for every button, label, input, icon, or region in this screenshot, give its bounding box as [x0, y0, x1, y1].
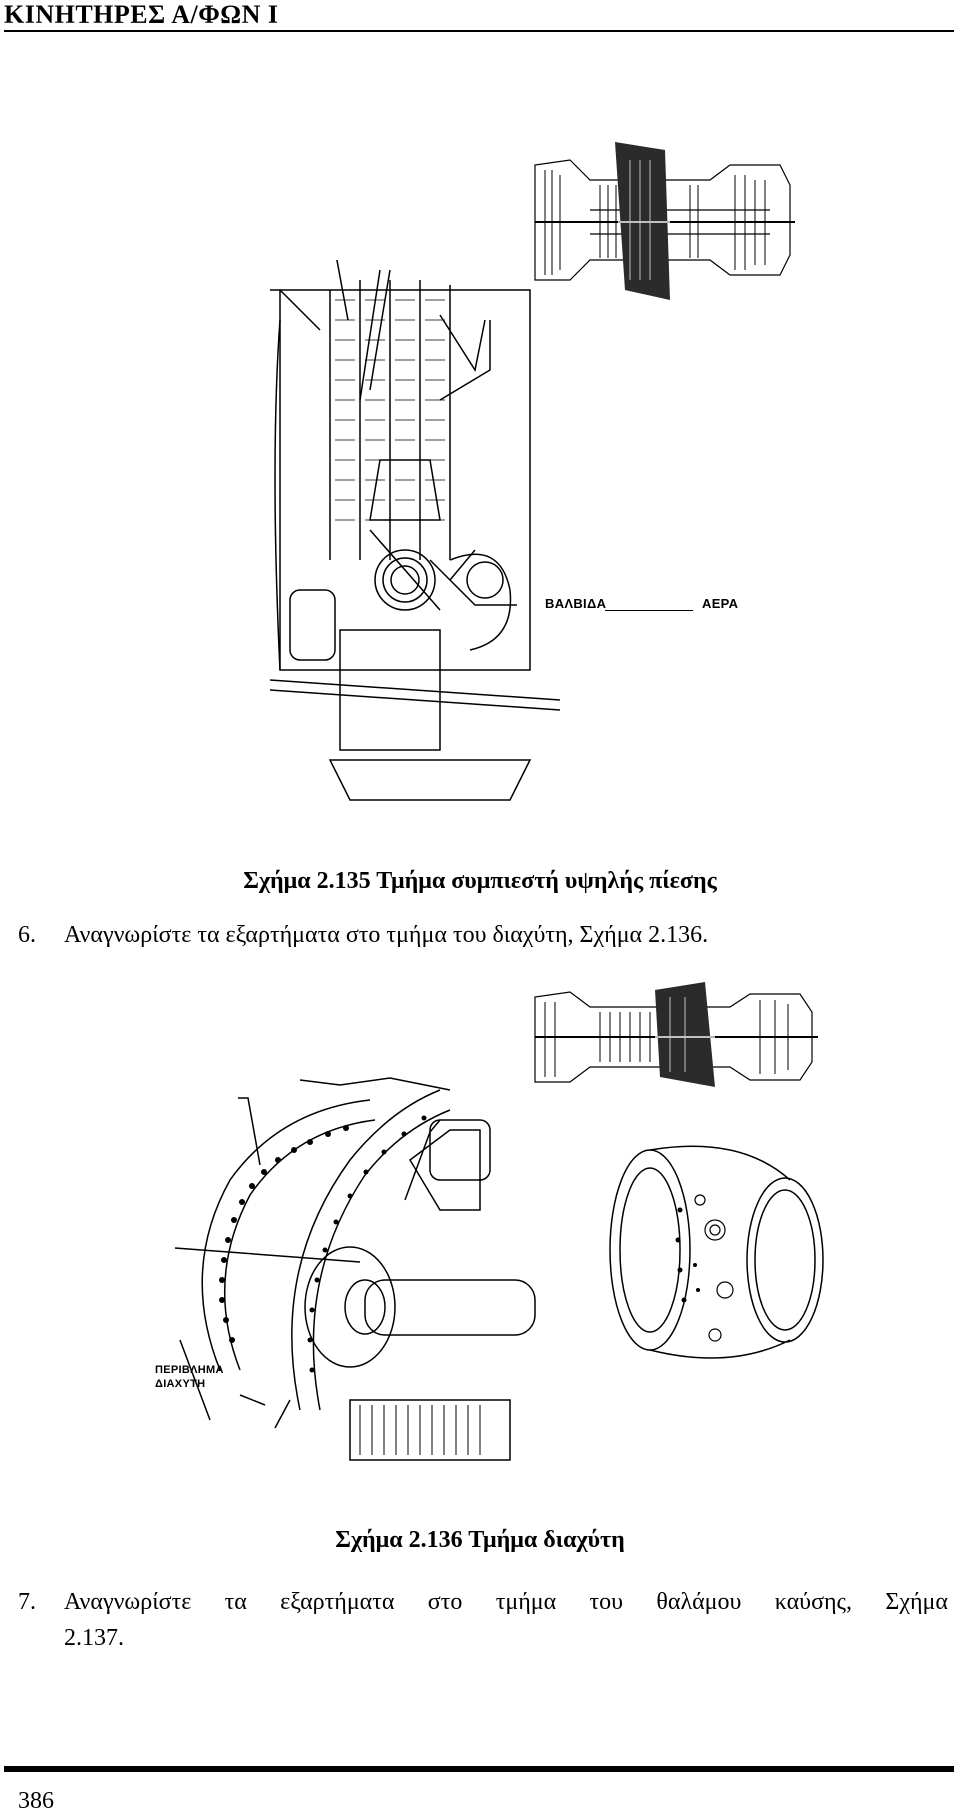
footer-rule [4, 1766, 954, 1772]
hp-compressor-drawing [270, 260, 570, 820]
callout-air-label: ΑΕΡΑ [702, 596, 739, 611]
callout-valve-label: ΒΑΛΒΙΔΑ [545, 596, 607, 611]
callout-leader-line [605, 610, 693, 611]
engine-overview-inset-hp-compressor [530, 140, 800, 305]
diffuser-cutaway-drawing [150, 1070, 540, 1470]
page-number: 386 [18, 1788, 54, 1814]
page-header: ΚΙΝΗΤΗΡΕΣ Α/ΦΩΝ Ι [4, 0, 954, 32]
figure-2-136-caption: Σχήμα 2.136 Τμήμα διαχύτη [335, 1527, 625, 1553]
figure-2-135-caption: Σχήμα 2.135 Τμήμα συμπιεστή υψηλής πίεση… [243, 868, 717, 894]
paragraph-6-text: Αναγνωρίστε τα εξαρτήματα στο τμήμα του … [64, 922, 709, 948]
paragraph-7-text-line1: Αναγνωρίστε τα εξαρτήματα στο τμήμα του … [64, 1589, 948, 1615]
header-title: ΚΙΝΗΤΗΡΕΣ Α/ΦΩΝ Ι [4, 0, 279, 29]
engine-overview-inset-diffuser [530, 982, 820, 1092]
callout-casing-label-line2: ΔΙΑΧΥΤΗ [155, 1378, 206, 1390]
paragraph-7-text-line2: 2.137. [64, 1625, 124, 1651]
callout-casing-label-line1: ΠΕΡΙΒΛΗΜΑ [155, 1364, 224, 1376]
paragraph-7: 7. Αναγνωρίστε τα εξαρτήματα στο τμήμα το… [18, 1584, 948, 1656]
paragraph-6: 6. Αναγνωρίστε τα εξαρτήματα στο τμήμα το… [18, 917, 948, 953]
paragraph-7-line1: 7. Αναγνωρίστε τα εξαρτήματα στο τμήμα το… [18, 1584, 948, 1620]
diffuser-casing-drawing [600, 1140, 830, 1380]
paragraph-7-number: 7. [18, 1589, 36, 1615]
paragraph-6-number: 6. [18, 922, 36, 948]
